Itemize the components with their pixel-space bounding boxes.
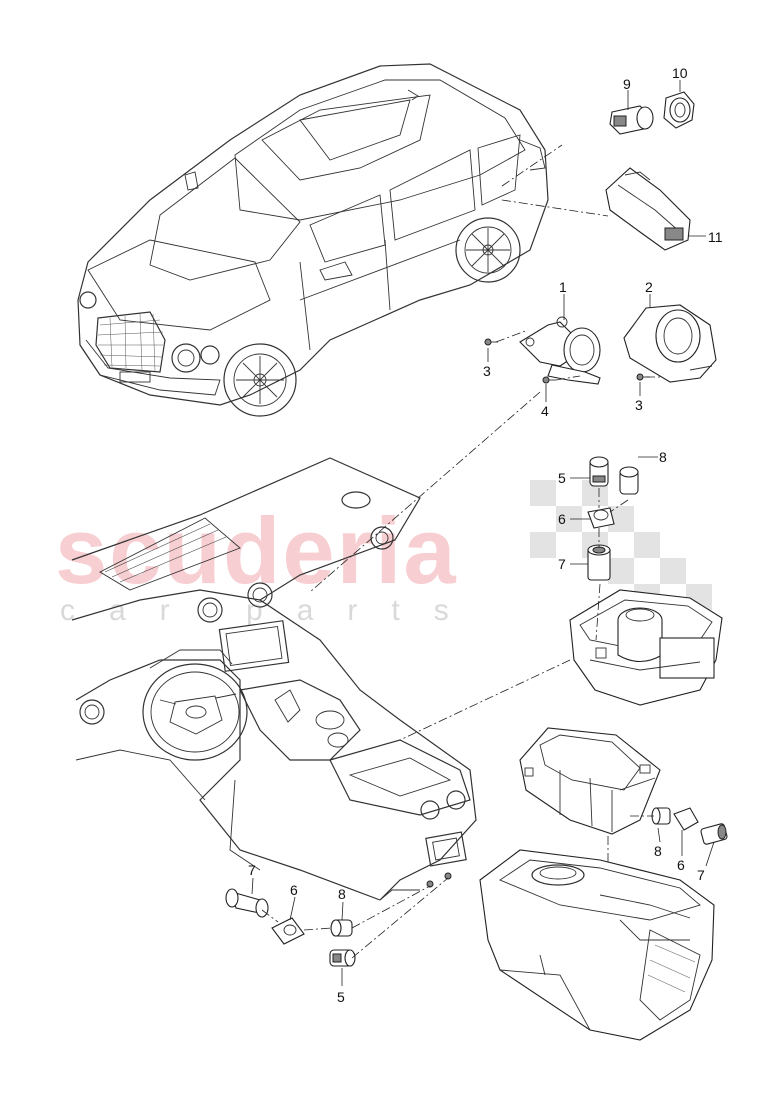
callout-6-left: 6	[290, 882, 298, 898]
callout-9: 9	[623, 76, 631, 92]
cup-holder-module	[569, 589, 723, 706]
part-9-connector	[609, 105, 654, 135]
callout-11: 11	[708, 229, 723, 245]
part-5-plug-upper	[589, 456, 609, 487]
callout-3-left: 3	[483, 363, 491, 379]
callout-1: 1	[559, 279, 567, 295]
part-8-plug-lower-right	[651, 807, 671, 825]
part-7-socket-lower-right	[700, 823, 728, 845]
callout-8-right: 8	[654, 843, 662, 859]
callout-7-upper: 7	[558, 556, 566, 572]
watermark: scuderia car parts	[55, 480, 712, 636]
part-6-ring-lower-left	[271, 917, 305, 945]
callout-6-upper: 6	[558, 511, 566, 527]
part-6-ring-upper	[587, 507, 615, 529]
assembly-lines	[261, 144, 660, 959]
part-3-screw-left	[484, 338, 498, 346]
part-1-socket-bracket	[519, 316, 601, 385]
part-4-screw	[542, 376, 556, 384]
callout-labels: 9 10 11 1 2 3 3 4 8 5 6 7 8 6 7 7 6 8 5	[248, 65, 723, 1005]
callout-7-left: 7	[248, 862, 256, 878]
part-8-plug-lower-left	[330, 919, 353, 937]
callout-7-right: 7	[697, 867, 705, 883]
callout-10: 10	[672, 65, 688, 81]
part-2-socket-cover	[623, 304, 717, 383]
callout-2: 2	[645, 279, 653, 295]
callout-5-upper: 5	[558, 470, 566, 486]
dashboard-interior	[71, 457, 477, 901]
callout-3-right: 3	[635, 397, 643, 413]
callout-5-left: 5	[337, 989, 345, 1005]
callout-8-upper: 8	[659, 449, 667, 465]
leader-lines	[251, 80, 715, 986]
callout-4: 4	[541, 403, 549, 419]
part-6-ring-lower-right	[673, 807, 699, 831]
watermark-main-text: scuderia	[55, 498, 458, 603]
part-11-control-unit	[605, 167, 691, 251]
car-illustration	[77, 63, 549, 417]
part-5-plug-lower-left	[329, 949, 356, 967]
callout-6-right: 6	[677, 857, 685, 873]
rear-console-unit	[479, 849, 715, 1041]
part-10-socket	[663, 91, 695, 129]
part-7-socket-lower-left	[225, 888, 269, 918]
console-tray-housing	[519, 727, 661, 835]
part-7-socket-upper	[587, 544, 611, 581]
callout-8-left: 8	[338, 886, 346, 902]
part-8-plug-upper	[619, 466, 639, 495]
